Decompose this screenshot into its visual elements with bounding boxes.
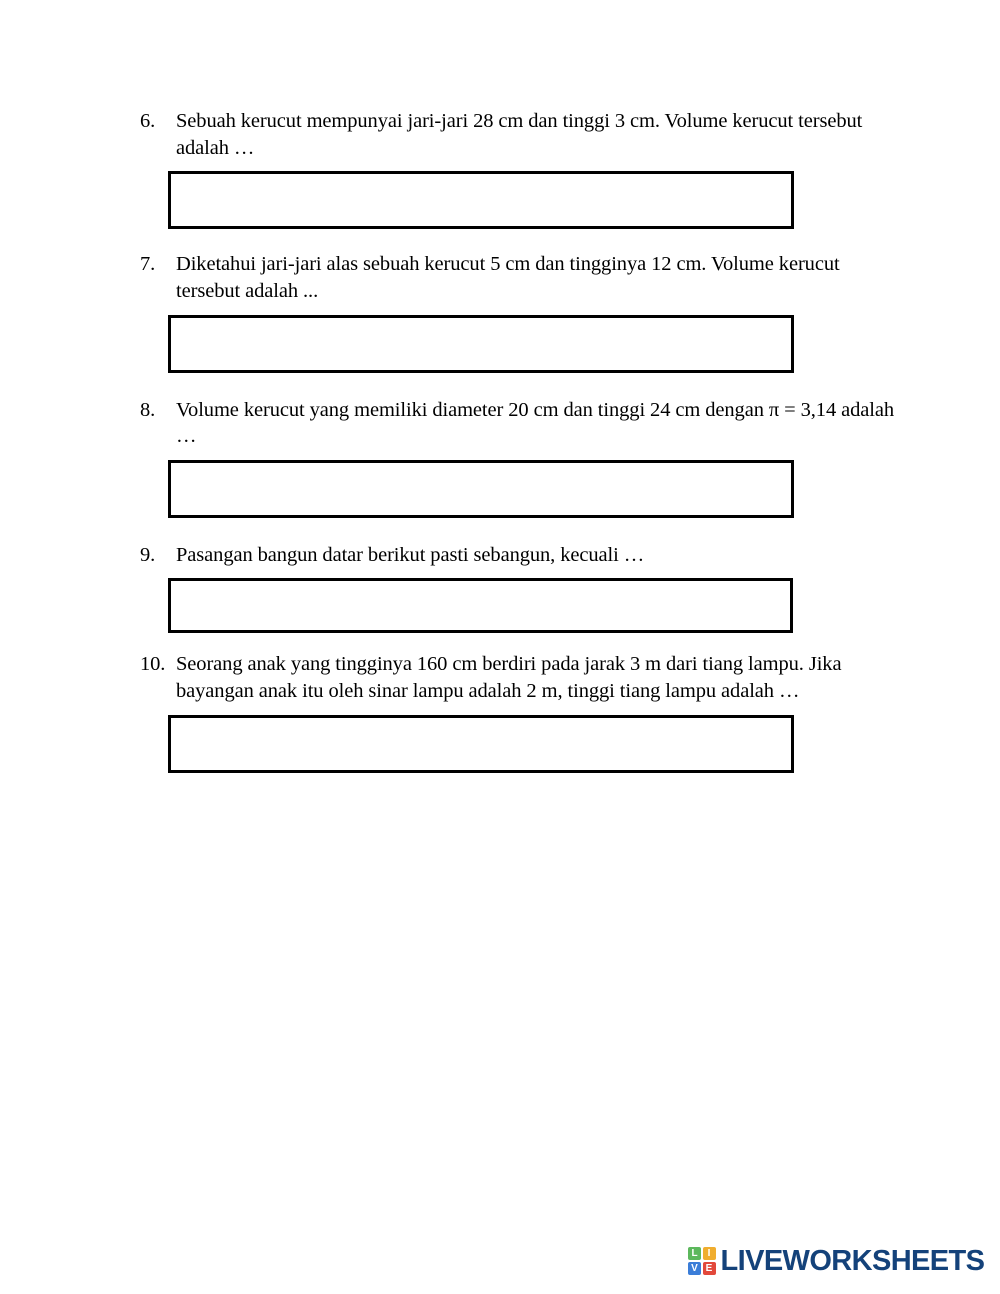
questions-container: 6. Sebuah kerucut mempunyai jari-jari 28… — [140, 108, 900, 773]
question-block-7: 7. Diketahui jari-jari alas sebuah keruc… — [140, 251, 900, 373]
logo-tile-l: L — [688, 1247, 701, 1261]
answer-input-10[interactable] — [168, 714, 794, 773]
logo-tiles-icon: L I V E — [688, 1247, 716, 1275]
question-row-7: 7. Diketahui jari-jari alas sebuah keruc… — [140, 251, 900, 304]
answer-input-7[interactable] — [168, 314, 794, 373]
logo-tile-e: E — [702, 1261, 716, 1275]
question-row-6: 6. Sebuah kerucut mempunyai jari-jari 28… — [140, 108, 900, 161]
question-number-7: 7. — [140, 253, 156, 276]
logo-tile-i: I — [702, 1247, 716, 1261]
answer-input-8[interactable] — [168, 459, 794, 518]
question-block-10: 10. Seorang anak yang tingginya 160 cm b… — [140, 651, 900, 773]
question-row-9: 9. Pasangan bangun datar berikut pasti s… — [140, 542, 900, 569]
answer-input-6[interactable] — [168, 171, 794, 230]
question-block-6: 6. Sebuah kerucut mempunyai jari-jari 28… — [140, 108, 900, 230]
question-number-6: 6. — [140, 110, 156, 132]
question-block-8: 8. Volume kerucut yang memiliki diameter… — [140, 397, 900, 518]
question-text-8: Volume kerucut yang memiliki diameter 20… — [176, 398, 895, 448]
question-text-7: Diketahui jari-jari alas sebuah kerucut … — [176, 253, 840, 302]
question-text-10: Seorang anak yang tingginya 160 cm berdi… — [176, 653, 842, 703]
question-block-9: 9. Pasangan bangun datar berikut pasti s… — [140, 542, 900, 634]
question-row-8: 8. Volume kerucut yang memiliki diameter… — [140, 397, 900, 450]
spacer — [140, 633, 900, 651]
question-number-8: 8. — [140, 398, 156, 421]
logo-wordmark: LIVEWORKSHEETS — [720, 1245, 986, 1277]
spacer — [140, 518, 900, 542]
answer-input-9[interactable] — [168, 578, 793, 634]
question-text-9: Pasangan bangun datar berikut pasti seba… — [176, 543, 645, 566]
liveworksheets-logo: L I V E LIVEWORKSHEETS — [688, 1245, 986, 1277]
spacer — [140, 229, 900, 251]
question-row-10: 10. Seorang anak yang tingginya 160 cm b… — [140, 651, 900, 704]
question-number-10: 10. — [140, 653, 166, 676]
question-number-9: 9. — [140, 543, 156, 566]
logo-tile-v: V — [688, 1261, 701, 1275]
spacer — [140, 373, 900, 397]
question-text-6: Sebuah kerucut mempunyai jari-jari 28 cm… — [176, 110, 863, 159]
